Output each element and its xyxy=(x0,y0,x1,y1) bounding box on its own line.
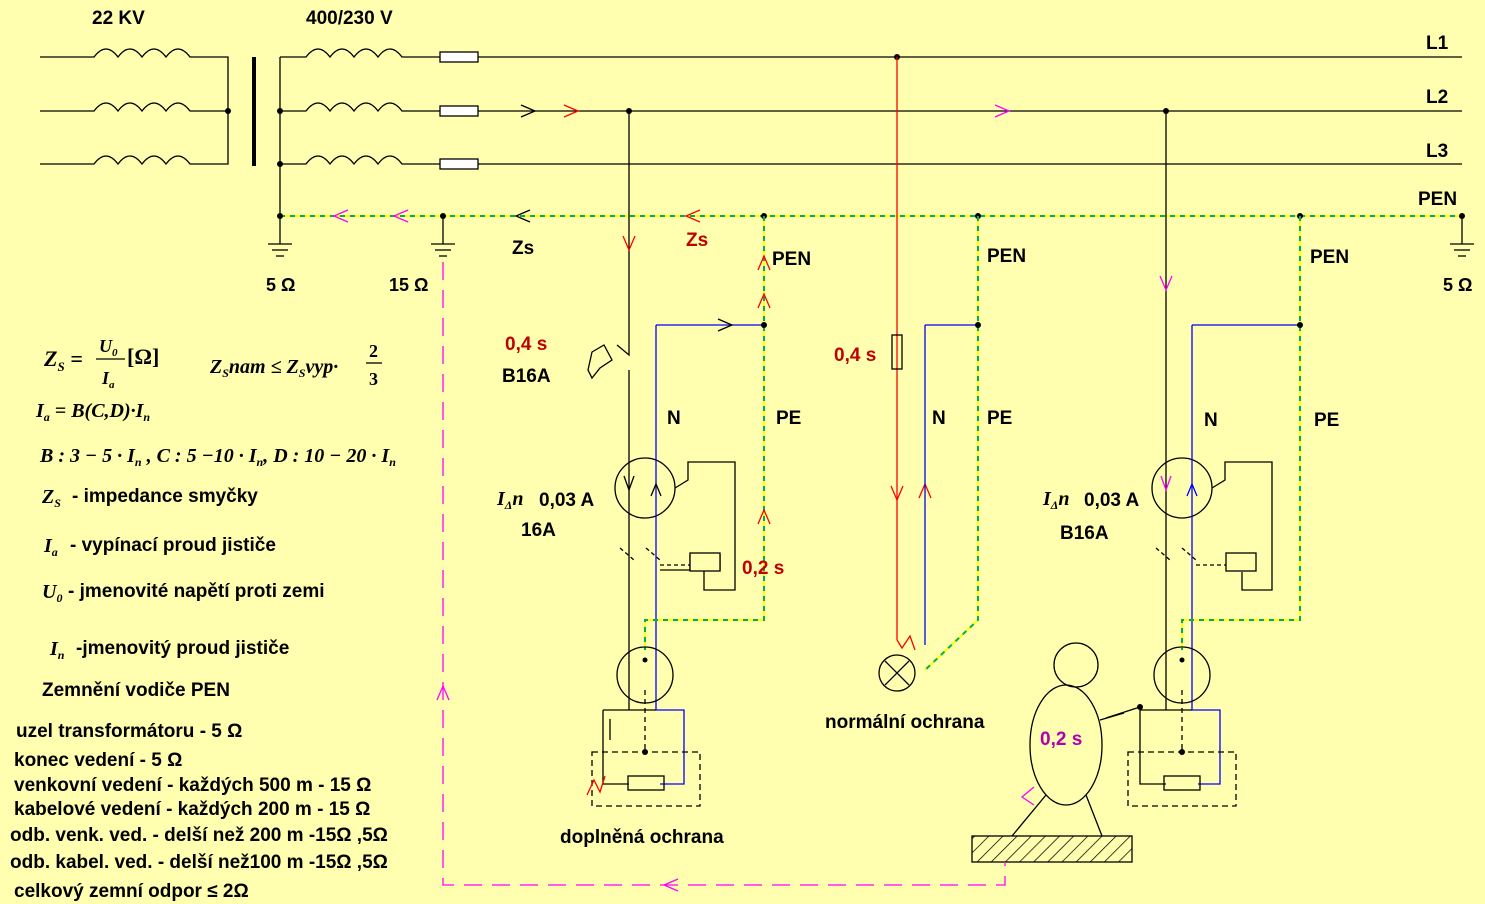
pen-item-4: odb. venk. ved. - delší než 200 m -15Ω ,… xyxy=(10,825,388,846)
rcd-3 xyxy=(1151,457,1213,519)
b1-rcd-label: 0,03 A xyxy=(539,490,595,511)
earth-transformer xyxy=(268,216,292,257)
secondary-winding-1 xyxy=(280,48,440,59)
pen-item-2: venkovní vedení - každých 500 m - 15 Ω xyxy=(14,775,371,796)
pen-item-3: kabelové vedení - každých 200 m - 15 Ω xyxy=(14,799,370,820)
pen-label-branch-1: PEN xyxy=(772,249,811,270)
zs-label-black: Zs xyxy=(512,238,534,259)
pen-label-branch-2: PEN xyxy=(987,246,1026,267)
label-l2: L2 xyxy=(1426,87,1448,108)
pen-label-branch-3: PEN xyxy=(1310,247,1349,268)
n-label-branch-1: N xyxy=(667,408,681,429)
formula-zs: ZS = U0 Ia [Ω] ZSnam ≤ ZSvyp· 2 3 xyxy=(43,336,382,391)
person-icon xyxy=(971,642,1133,863)
svg-text:ZSnam ≤ ZSvyp·: ZSnam ≤ ZSvyp· xyxy=(209,356,338,380)
earth-end xyxy=(1450,216,1474,257)
formula-bcd: B : 3 − 5 · In , C : 5 −10 · In, D : 10 … xyxy=(39,445,396,469)
pen-item-5: odb. kabel. ved. - delší než100 m -15Ω ,… xyxy=(10,852,388,873)
transformer xyxy=(40,48,479,216)
branch-3 xyxy=(1105,111,1301,807)
svg-text:3: 3 xyxy=(369,369,378,389)
svg-text:U0: U0 xyxy=(99,336,118,359)
pen-junctions xyxy=(277,54,1465,219)
secondary-winding-3 xyxy=(280,155,440,166)
b1-idn-symbol: IΔn xyxy=(496,488,523,512)
legend-in-def: -jmenovitý proud jističe xyxy=(76,638,289,659)
b1-rcd-rating: 16A xyxy=(521,520,556,541)
pe-label-branch-1: PE xyxy=(776,408,801,429)
pe-label-branch-3: PE xyxy=(1314,410,1339,431)
b1-breaker-label: B16A xyxy=(502,366,551,387)
b2-time-label: 0,4 s xyxy=(834,345,876,366)
svg-text:2: 2 xyxy=(369,341,378,361)
lamp-icon xyxy=(878,654,916,692)
legend-ia-symbol: Ia xyxy=(43,535,58,559)
n-label-branch-3: N xyxy=(1204,410,1218,431)
r-line-label: 15 Ω xyxy=(389,275,428,295)
b1-caption: doplněná ochrana xyxy=(560,827,724,848)
r-end-label: 5 Ω xyxy=(1443,275,1472,295)
earth-return-path xyxy=(442,262,1006,886)
pen-item-0: uzel transformátoru - 5 Ω xyxy=(16,721,242,742)
secondary-winding-2 xyxy=(280,102,440,113)
b1-rcd-time: 0,2 s xyxy=(742,558,784,579)
b2-caption: normální ochrana xyxy=(825,712,985,733)
pe-label-branch-2: PE xyxy=(987,408,1012,429)
primary-winding-3 xyxy=(40,111,229,166)
earth-line xyxy=(431,216,455,257)
fuse-l3 xyxy=(439,158,479,170)
r-transformer-label: 5 Ω xyxy=(266,275,295,295)
rcd-1 xyxy=(614,457,676,519)
label-l3: L3 xyxy=(1426,141,1448,162)
formula-ia: Ia = B(C,D)·In xyxy=(35,400,150,424)
primary-winding-1 xyxy=(40,48,229,111)
pen-item-6: celkový zemní odpor ≤ 2Ω xyxy=(14,881,249,902)
pen-heading: Zemnění vodiče PEN xyxy=(42,680,230,701)
label-pen: PEN xyxy=(1418,189,1457,210)
b3-idn-symbol: IΔn xyxy=(1042,488,1069,512)
pen-item-1: konec vedení - 5 Ω xyxy=(14,750,182,771)
legend-zs-def: - impedance smyčky xyxy=(72,486,258,507)
svg-text:Ia: Ia xyxy=(101,368,115,391)
b3-rcd-label: 0,03 A xyxy=(1084,490,1140,511)
fuse-l2 xyxy=(439,105,479,117)
secondary-voltage-label: 400/230 V xyxy=(306,8,393,29)
svg-text:ZS =: ZS = xyxy=(43,346,83,374)
fuse-branch-2 xyxy=(891,334,903,370)
breaker-b16a xyxy=(616,344,630,460)
fuse-l1 xyxy=(439,51,479,63)
primary-voltage-label: 22 KV xyxy=(92,8,145,29)
branch-2 xyxy=(878,57,979,692)
n-label-branch-2: N xyxy=(932,408,946,429)
legend-in-symbol: In xyxy=(49,638,65,662)
legend-u0-symbol: U0 xyxy=(42,581,62,605)
legend-ia-def: - vypínací proud jističe xyxy=(70,535,276,556)
legend-u0-def: - jmenovité napětí proti zemi xyxy=(68,581,325,602)
legend-zs-symbol: ZS xyxy=(41,486,61,510)
b3-rcd-rating: B16A xyxy=(1060,523,1109,544)
zs-label-red: Zs xyxy=(686,230,708,251)
phase-lines xyxy=(478,56,1462,165)
branch-1 xyxy=(586,111,771,807)
primary-winding-2 xyxy=(40,102,228,113)
loop-arrows xyxy=(332,104,1011,223)
b1-time-label: 0,4 s xyxy=(505,334,547,355)
person-time-label: 0,2 s xyxy=(1040,729,1082,750)
svg-text:[Ω]: [Ω] xyxy=(127,344,159,369)
label-l1: L1 xyxy=(1426,33,1449,54)
